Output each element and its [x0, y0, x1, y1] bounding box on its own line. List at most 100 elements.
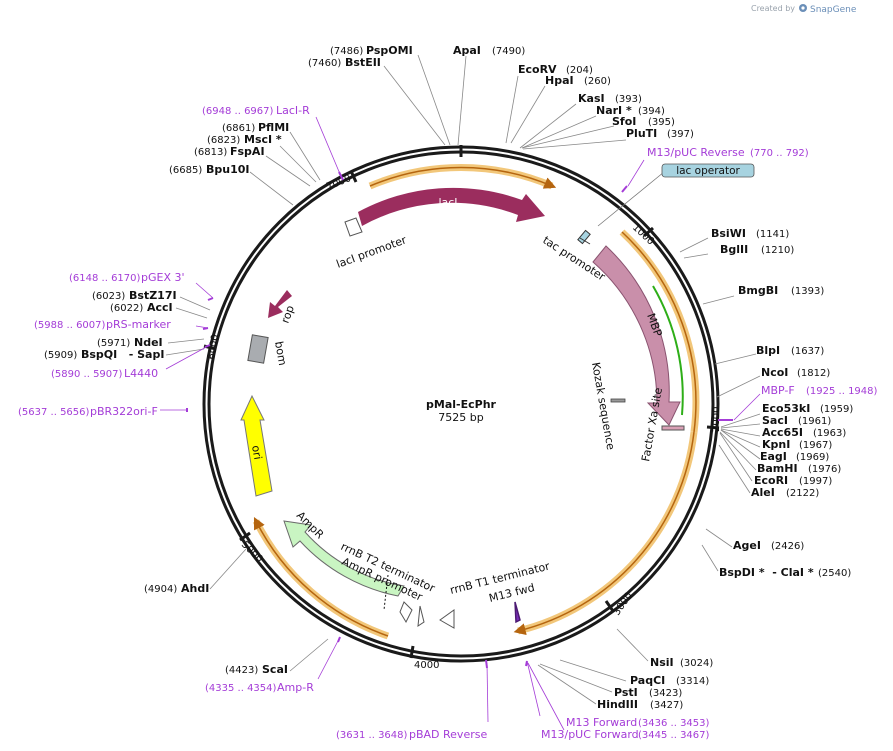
site-label-MscI: (6823)MscI *: [207, 133, 282, 146]
M13-fwd-arrow: [514, 601, 521, 624]
svg-text:ApaI: ApaI: [453, 44, 481, 57]
svg-text:Acc65I: Acc65I: [762, 426, 803, 439]
svg-text:BsiWI: BsiWI: [711, 227, 746, 240]
plasmid-length: 7525 bp: [438, 411, 483, 424]
primer-label-Amp-R: (4335 .. 4354)Amp-R: [205, 681, 314, 694]
primer-mark-M13-reverse: [621, 185, 628, 193]
svg-text:(397): (397): [667, 129, 694, 140]
site-labels: (7486)PspOMI (7460)BstEII ApaI(7490) Eco…: [44, 44, 853, 711]
site-label-SacI: SacI(1961): [762, 414, 831, 427]
site-label-BamHI: BamHI(1976): [757, 462, 841, 475]
svg-text:(4423): (4423): [225, 665, 258, 676]
site-label-PflMI: (6861)PflMI: [222, 121, 289, 134]
svg-text:EcoRI: EcoRI: [754, 474, 788, 487]
ori-label: ori: [249, 444, 264, 460]
svg-text:(6023): (6023): [92, 291, 125, 302]
svg-text:(6813): (6813): [194, 147, 227, 158]
svg-text:(1961): (1961): [798, 416, 831, 427]
svg-text:(1925 .. 1948): (1925 .. 1948): [806, 386, 878, 397]
watermark: Created by SnapGene: [751, 4, 857, 15]
site-label-ScaI: (4423) ScaI: [225, 663, 288, 676]
svg-text:L4440: L4440: [124, 367, 158, 380]
svg-text:BamHI: BamHI: [757, 462, 798, 475]
svg-text:(3445 .. 3467): (3445 .. 3467): [638, 730, 710, 741]
svg-text:M13/pUC Reverse: M13/pUC Reverse: [647, 146, 745, 159]
tick-1000: [643, 226, 654, 238]
orf-arc-MBP-line: [621, 231, 697, 433]
snapgene-logo-icon: [799, 4, 807, 12]
watermark-brand: SnapGene: [810, 5, 857, 15]
site-label-NsiI: NsiI(3024): [650, 656, 713, 669]
svg-text:(5971): (5971): [97, 338, 130, 349]
svg-text:NcoI: NcoI: [761, 366, 788, 379]
svg-text:PstI: PstI: [614, 686, 638, 699]
svg-text:(260): (260): [584, 76, 611, 87]
site-label-AleI: AleI(2122): [751, 486, 819, 499]
lacI-label: lacI: [438, 196, 457, 209]
site-label-NdeI: (5971) NdeI: [97, 336, 163, 349]
svg-text:M13/pUC Forward: M13/pUC Forward: [541, 728, 639, 741]
site-label-KpnI: KpnI(1967): [762, 438, 832, 451]
tick-4000: [409, 645, 415, 659]
rrnB-T2-icon: [417, 605, 425, 628]
plasmid-name: pMal-EcPhr: [426, 398, 497, 411]
site-leader-lines: [165, 54, 761, 705]
svg-text:(3427): (3427): [650, 700, 683, 711]
svg-text:NdeI: NdeI: [134, 336, 163, 349]
svg-text:(3314): (3314): [676, 676, 709, 687]
site-label-EcoRI: EcoRI(1997): [754, 474, 832, 487]
site-label-BglII: BglII(1210): [720, 243, 794, 256]
svg-text:M13 Forward: M13 Forward: [566, 716, 637, 729]
site-label-KasI: KasI(393): [578, 92, 642, 105]
svg-text:PaqCI: PaqCI: [630, 674, 665, 687]
site-label-NcoI: NcoI(1812): [761, 366, 830, 379]
MBP-arrow: [592, 245, 681, 426]
primer-label-M13-pUC-forward: M13/pUC Forward(3445 .. 3467): [541, 728, 710, 741]
primer-leader-lines: [160, 116, 761, 731]
svg-text:pBR322ori-F: pBR322ori-F: [90, 405, 158, 418]
factor-xa-site-icon: [661, 425, 685, 431]
svg-text:(3631 .. 3648): (3631 .. 3648): [336, 730, 408, 741]
svg-text:EcoRV: EcoRV: [518, 63, 557, 76]
site-label-BsiWI: BsiWI(1141): [711, 227, 789, 240]
lacI-arrow: [358, 187, 545, 226]
svg-text:Bpu10I: Bpu10I: [206, 163, 250, 176]
svg-text:(1393): (1393): [791, 286, 824, 297]
svg-text:(5988 .. 6007): (5988 .. 6007): [34, 320, 106, 331]
site-label-AhdI: (4904)AhdI: [144, 582, 209, 595]
watermark-prefix: Created by: [751, 4, 795, 13]
svg-text:pGEX 3': pGEX 3': [141, 271, 185, 284]
kozak-label: Kozak sequence: [589, 361, 617, 451]
AmpR-arrow: [283, 520, 405, 597]
site-label-HpaI: HpaI(260): [545, 74, 611, 87]
svg-text:(2122): (2122): [786, 488, 819, 499]
svg-text:(7490): (7490): [492, 46, 525, 57]
kozak-sequence-icon: [610, 398, 626, 403]
svg-text:MscI *: MscI *: [244, 133, 282, 146]
svg-text:ScaI: ScaI: [262, 663, 288, 676]
primer-label-M13-forward: M13 Forward(3436 .. 3453): [566, 716, 710, 729]
lac-operator-callout: lac operator: [597, 163, 755, 227]
primer-label-LacI-R: (6948 .. 6967)LacI-R: [202, 104, 310, 117]
svg-text:(1963): (1963): [813, 428, 846, 439]
ori-arrow: [240, 394, 273, 497]
tick-label-4000: 4000: [414, 660, 439, 671]
svg-text:(6148 .. 6170): (6148 .. 6170): [69, 273, 141, 284]
rop-arrow: [268, 290, 292, 318]
svg-text:PspOMI: PspOMI: [366, 44, 413, 57]
svg-text:(2540): (2540): [818, 568, 851, 579]
svg-text:Amp-R: Amp-R: [277, 681, 314, 694]
svg-text:AccI: AccI: [147, 301, 173, 314]
lacI-promoter-icon: [344, 217, 363, 237]
svg-text:KasI: KasI: [578, 92, 605, 105]
svg-text:(6948 .. 6967): (6948 .. 6967): [202, 106, 274, 117]
tick-2000: [706, 425, 720, 430]
svg-text:(394): (394): [638, 106, 665, 117]
site-label-BspDI-ClaI: BspDI * - ClaI *(2540): [719, 566, 851, 579]
svg-text:(5909): (5909): [44, 350, 77, 361]
tick-label-7000: 7000: [325, 173, 353, 193]
features: lacI lacI promoter tac promoter lac oper…: [240, 163, 755, 629]
site-label-FspAI: (6813)FspAI: [194, 145, 265, 158]
site-label-BstZ17I: (6023)BstZ17I: [92, 289, 177, 302]
